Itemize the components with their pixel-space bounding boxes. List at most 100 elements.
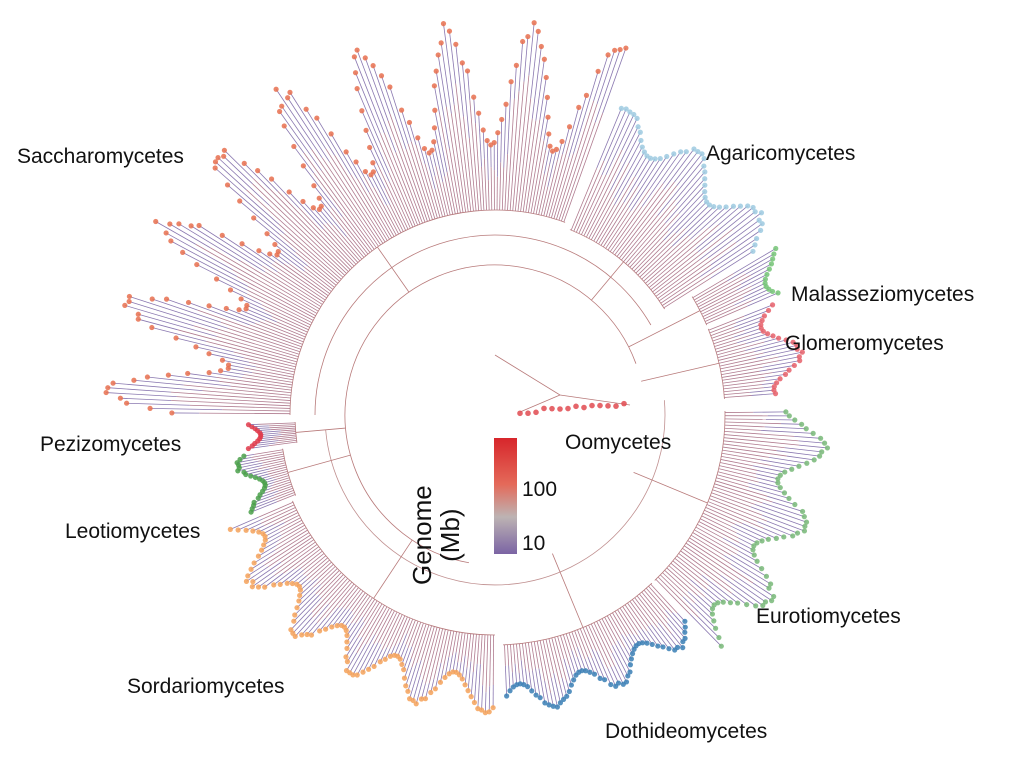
tip-point [794, 346, 800, 352]
tree-branch [277, 271, 325, 303]
tree-branch [434, 188, 443, 217]
tree-branch [399, 617, 411, 644]
tree-branch [733, 315, 765, 328]
tip-point [318, 203, 324, 209]
tree-branch [266, 483, 292, 493]
tip-point [387, 84, 393, 90]
tree-branch [798, 440, 825, 444]
tree-branch [273, 434, 297, 438]
tree-branch [617, 609, 634, 635]
tip-point [354, 672, 360, 678]
tree-branch [383, 132, 421, 225]
tree-branch [602, 47, 627, 114]
tree-branch [525, 119, 541, 213]
tip-point [126, 293, 133, 300]
tree-branch [593, 204, 615, 242]
tip-point [621, 400, 627, 407]
tip-point [678, 149, 684, 155]
tree-branch [556, 100, 594, 220]
tree-branch [463, 116, 474, 212]
tree-branch [397, 633, 408, 657]
tree-branch [733, 579, 766, 603]
tip-point [422, 696, 429, 702]
tree-branch [281, 522, 304, 536]
tip-point [542, 700, 548, 706]
tree-branch [302, 201, 324, 225]
tip-point [344, 639, 350, 645]
clade-label-leotiomycetes: Leotiomycetes [65, 520, 201, 543]
tree-branch [113, 382, 203, 392]
tree-branch [724, 424, 765, 428]
tree-branch [690, 579, 719, 604]
tree-branch [257, 170, 279, 192]
tip-point [435, 52, 441, 58]
tree-branch [724, 427, 761, 431]
tree-branch [727, 253, 775, 282]
tree-branch [293, 146, 315, 174]
tip-point [786, 413, 792, 419]
tree-branch [425, 682, 430, 699]
tip-point [565, 405, 571, 412]
tip-point [370, 169, 376, 175]
tree-branch [723, 380, 766, 387]
tip-point [370, 63, 376, 69]
tree-branch [611, 652, 627, 683]
tree-branch [269, 188, 351, 271]
tip-point [525, 33, 531, 40]
tree-branch [247, 285, 314, 321]
tip-point [185, 370, 191, 377]
tree-branch [745, 258, 773, 275]
tree-branch [629, 601, 649, 627]
tree-branch [623, 199, 676, 263]
tip-point [770, 256, 776, 262]
tip-point [406, 119, 413, 126]
tip-point [754, 558, 760, 564]
tree-branch [238, 309, 265, 321]
tip-point [723, 204, 729, 210]
tip-point [573, 672, 579, 678]
tree-branch [208, 305, 256, 324]
tree-branch [305, 109, 335, 156]
tip-point [285, 95, 291, 101]
tip-point [550, 703, 556, 709]
tree-branch [373, 609, 393, 645]
tip-point [760, 602, 766, 609]
tree-branch [478, 113, 482, 167]
tree-branch [718, 351, 755, 361]
tree-branch [538, 668, 546, 703]
tree-branch [647, 224, 719, 286]
tip-point [541, 405, 547, 412]
tree-branch [591, 657, 601, 679]
tree-branch [253, 453, 284, 461]
tree-branch [446, 171, 456, 214]
tip-point [223, 305, 229, 312]
tip-point [709, 606, 716, 612]
tip-point [131, 377, 137, 383]
tree-branch [273, 568, 295, 586]
tip-point [351, 54, 357, 60]
tip-point [367, 144, 373, 151]
clade-arc [289, 209, 566, 416]
tree-branch [302, 555, 327, 575]
tip-point [769, 597, 775, 604]
tree-branch [270, 427, 296, 431]
tree-branch [551, 637, 563, 679]
tree-branch [320, 568, 338, 585]
tree-branch [389, 615, 406, 650]
tip-point [760, 328, 766, 334]
tree-branch [138, 313, 217, 337]
tip-point [702, 189, 708, 195]
tree-branch [594, 49, 621, 123]
tree-branch [222, 359, 256, 368]
tree-branch [311, 617, 327, 636]
tree-branch [723, 437, 800, 446]
tree-branch [628, 158, 661, 208]
tip-point [288, 627, 294, 633]
clade-label-saccharomycetes: Saccharomycetes [17, 145, 184, 168]
tree-branch [730, 554, 767, 577]
tree-branch [473, 97, 476, 124]
tip-point [245, 422, 252, 428]
tip-point [759, 221, 765, 227]
tree-branch [270, 481, 291, 490]
tip-point [799, 349, 805, 355]
